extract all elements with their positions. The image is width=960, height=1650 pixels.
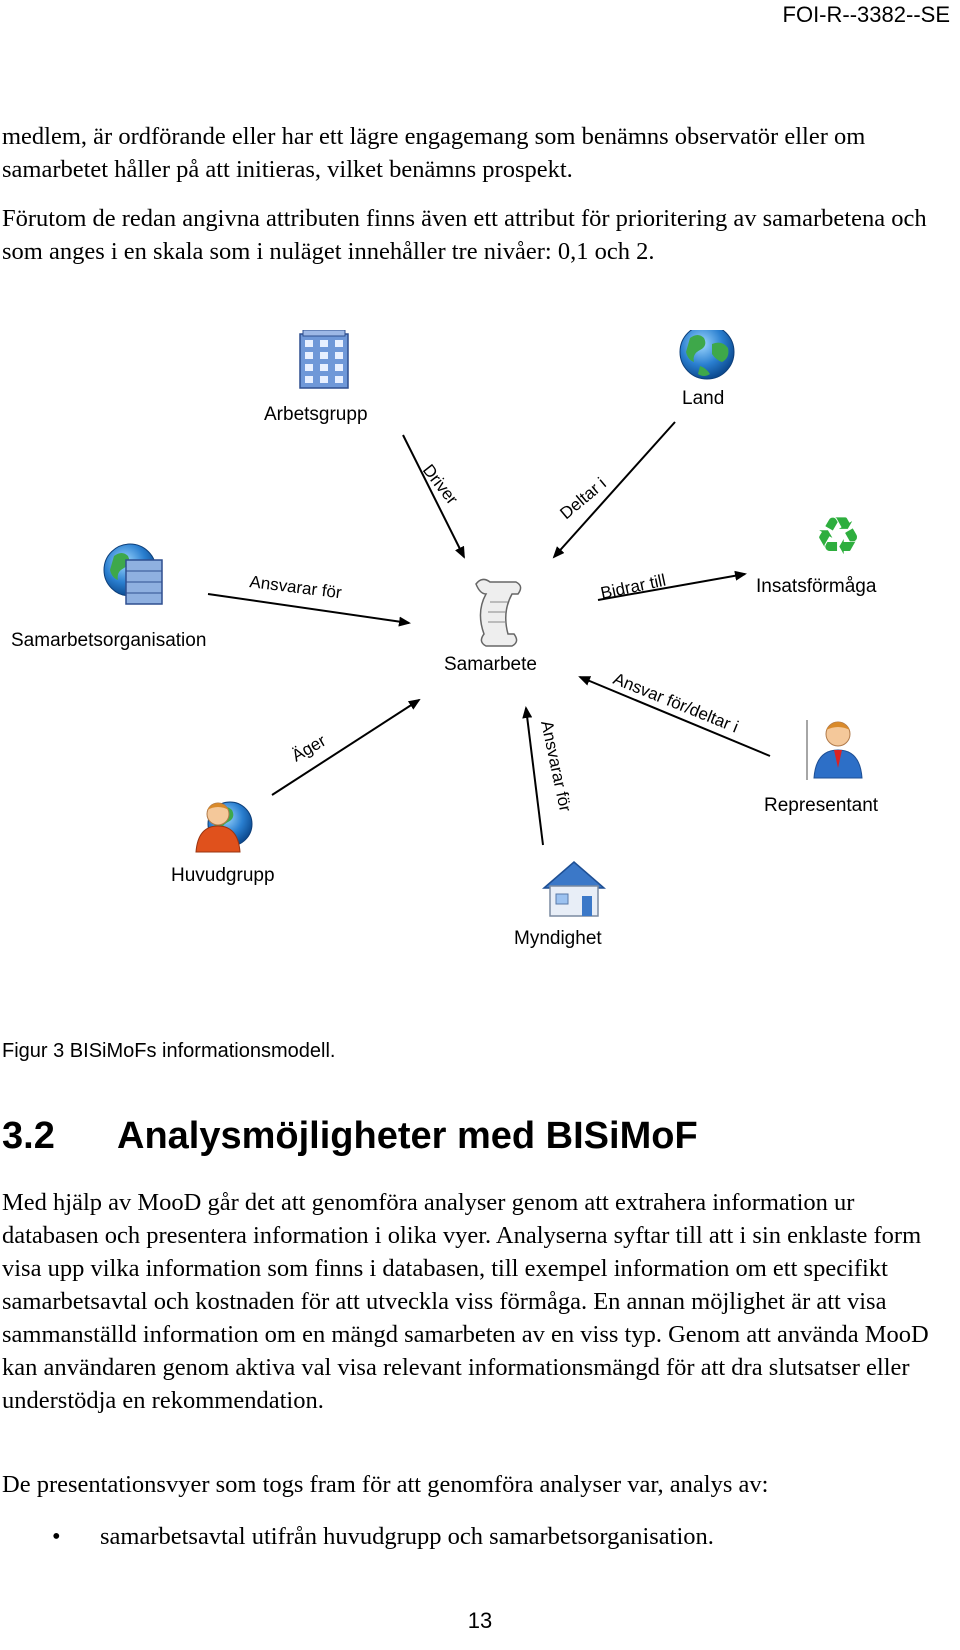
edge-deltar-i-line [552,421,676,559]
globe-icon [679,330,735,380]
paragraph-priority: Förutom de redan angivna attributen finn… [2,205,927,265]
section-title: Analysmöjligheter med BISiMoF [117,1115,698,1157]
label-land: Land [682,388,724,409]
edge-label-ansvarar-for-myn: Ansvarar för [537,719,575,814]
edge-driver-line [402,434,465,559]
recycle-icon: ♻ [815,507,862,567]
document-reference: FOI-R--3382--SE [782,2,950,27]
page-number: 13 [467,1608,493,1633]
edge-label-ansvar-deltar: Ansvar för/deltar i [611,669,742,737]
edge-label-deltar-i: Deltar i [556,474,609,523]
label-arbetsgrupp: Arbetsgrupp [264,404,368,425]
label-myndighet: Myndighet [514,928,602,949]
edge-ager-line [271,698,421,796]
house-icon [541,861,607,917]
node-insatsformaga: ♻ Insatsförmåga [756,507,877,597]
person-icon [806,720,863,780]
node-myndighet: Myndighet [514,861,607,949]
edge-ansvar-deltar-line [578,676,771,757]
edge-label-ager: Äger [289,731,330,766]
label-representant: Representant [764,795,879,816]
section-heading: 3.2 Analysmöjligheter med BISiMoF [2,1114,698,1158]
paragraph-analysis: Med hjälp av MooD går det att genomföra … [2,1189,929,1414]
node-huvudgrupp: Huvudgrupp [171,801,275,886]
scroll-icon [475,578,522,647]
person-globe-icon [195,801,253,853]
bullet-dot: • [52,1523,61,1550]
bullet-list: • samarbetsavtal utifrån huvudgrupp och s… [0,1520,714,1553]
label-samarbete: Samarbete [444,654,537,675]
label-huvudgrupp: Huvudgrupp [171,865,275,886]
paragraph-intro: medlem, är ordförande eller har ett lägr… [2,123,866,183]
figure-caption: Figur 3 BISiMoFs informationsmodell. [2,1040,336,1062]
list-item: • samarbetsavtal utifrån huvudgrupp och s… [0,1520,714,1553]
edge-label-ansvarar-for-org: Ansvarar för [249,572,344,602]
edge-ansvarar-for-org-line [207,593,411,627]
node-representant: Representant [764,720,879,816]
node-samarbete: Samarbete [444,578,537,675]
node-samarbetsorganisation: Samarbetsorganisation [11,543,206,651]
building-icon [299,330,349,389]
globe-server-icon [103,543,163,605]
node-arbetsgrupp: Arbetsgrupp [264,330,368,425]
label-insatsformaga: Insatsförmåga [756,576,877,597]
edge-label-bidrar-till: Bidrar till [599,571,668,603]
edge-ansvarar-for-myn-line [522,706,544,846]
node-land: Land [679,330,735,409]
edge-bidrar-till-line [597,570,747,601]
information-model-diagram: Driver Deltar i Ansvarar för Bidrar till… [11,330,879,949]
section-number: 3.2 [2,1115,55,1157]
paragraph-views: De presentationsvyer som togs fram för a… [2,1471,769,1498]
list-item-text: samarbetsavtal utifrån huvudgrupp och sa… [100,1523,714,1550]
label-samarbetsorganisation: Samarbetsorganisation [11,630,206,651]
edge-label-driver: Driver [419,461,462,509]
svg-text:♻: ♻ [815,507,862,567]
